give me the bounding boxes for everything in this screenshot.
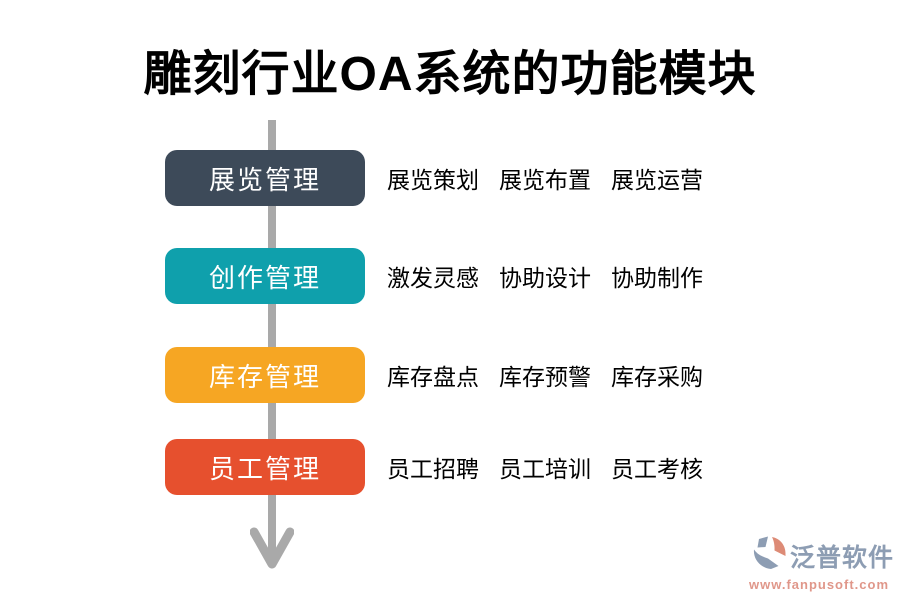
module-item: 激发灵感 [387,265,479,291]
module-row-exhibition: 展览管理 展览策划 展览布置 展览运营 [165,150,703,206]
watermark-row: 泛普软件 [744,535,894,576]
module-item: 员工招聘 [387,456,479,482]
module-items-inventory: 库存盘点 库存预警 库存采购 [387,358,703,392]
module-items-employee: 员工招聘 员工培训 员工考核 [387,450,703,484]
module-item: 员工培训 [499,456,591,482]
page-title: 雕刻行业OA系统的功能模块 [143,48,757,101]
module-row-inventory: 库存管理 库存盘点 库存预警 库存采购 [165,347,703,403]
module-item: 库存盘点 [387,364,479,390]
module-items-exhibition: 展览策划 展览布置 展览运营 [387,161,703,195]
module-item: 库存预警 [499,364,591,390]
module-item: 协助设计 [499,265,591,291]
fanpu-logo-icon [751,535,787,576]
module-item: 展览布置 [499,167,591,193]
module-item: 库存采购 [611,364,703,390]
module-button-creation: 创作管理 [165,248,365,304]
watermark: 泛普软件 www.fanpusoft.com [744,535,894,592]
module-row-creation: 创作管理 激发灵感 协助设计 协助制作 [165,248,703,304]
module-item: 展览运营 [611,167,703,193]
module-row-employee: 员工管理 员工招聘 员工培训 员工考核 [165,439,703,495]
module-button-exhibition: 展览管理 [165,150,365,206]
module-item: 员工考核 [611,456,703,482]
flow-arrow-head [250,527,294,569]
module-items-creation: 激发灵感 协助设计 协助制作 [387,259,703,293]
brand-url: www.fanpusoft.com [748,577,890,592]
module-button-employee: 员工管理 [165,439,365,495]
module-item: 协助制作 [611,265,703,291]
brand-name: 泛普软件 [789,543,894,572]
module-button-inventory: 库存管理 [165,347,365,403]
module-item: 展览策划 [387,167,479,193]
